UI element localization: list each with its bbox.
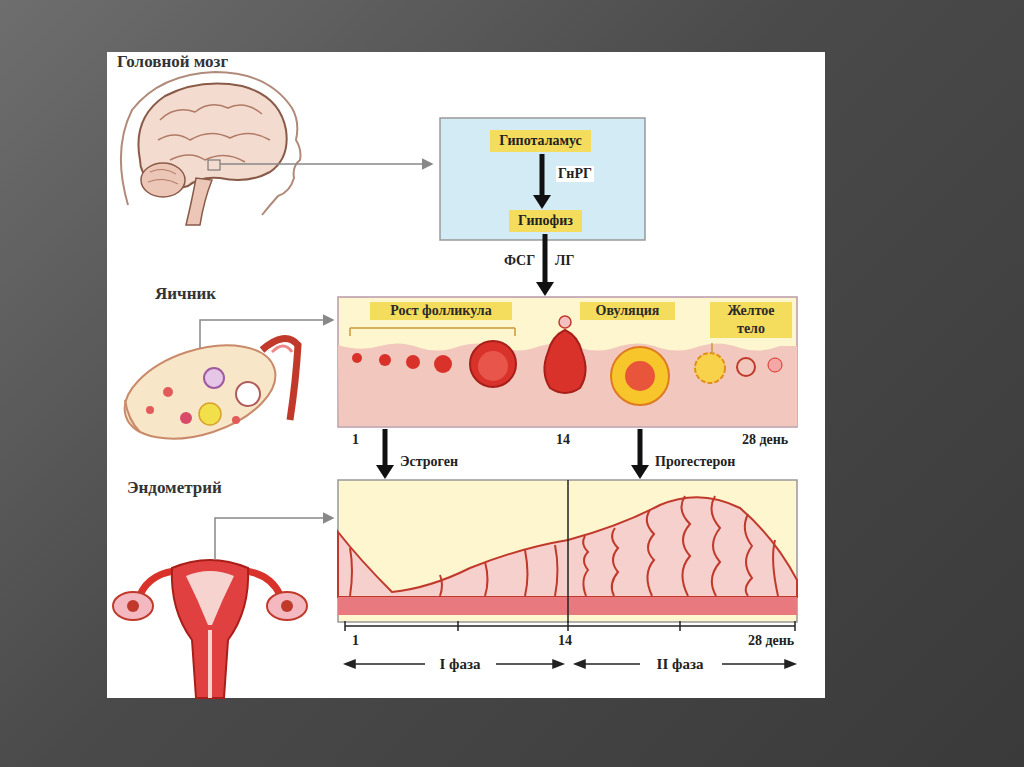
phase-label: II фаза (630, 655, 730, 673)
node-text: Гипоталамус (499, 133, 582, 148)
uterus-illustration (113, 518, 333, 698)
day-number: 14 (558, 633, 572, 649)
day-number: 1 (352, 432, 359, 448)
hormone-name: Эстроген (398, 454, 460, 470)
hypothalamus-panel (440, 118, 645, 240)
day-number: 28 день (742, 432, 788, 448)
organ-heading: Эндометрий (127, 478, 222, 498)
day-number: 28 день (748, 633, 794, 649)
hormone-arrow (376, 429, 394, 479)
hormone-label: Гипоталамус (490, 130, 591, 152)
stage-label: Овуляция (580, 302, 675, 320)
stage-label: Желтое тело (710, 302, 792, 338)
ovary-panel: Рост фолликула Овуляция Желтое тело (338, 297, 797, 427)
day-number: 14 (556, 432, 570, 448)
stage-label: Рост фолликула (370, 302, 512, 320)
organ-heading: Головной мозг (117, 52, 228, 72)
phase-label: I фаза (410, 655, 510, 673)
ovary-illustration (113, 320, 333, 456)
node-text: Гипофиз (518, 213, 573, 228)
day-number: 1 (352, 633, 359, 649)
hormone-arrow (536, 234, 554, 296)
hormone-arrow (631, 429, 649, 479)
endometrium-panel (338, 480, 797, 668)
hormone-label: Гипофиз (509, 210, 582, 232)
organ-heading: Яичник (155, 284, 216, 304)
endometrium-panel: I фазаII фаза (338, 480, 797, 622)
hormone-name: Прогестерон (653, 454, 737, 470)
hormone-arrow (533, 154, 551, 209)
hormone-name: ФСГ (502, 253, 537, 269)
brain-illustration (121, 72, 432, 225)
ovary-cycle-panel (338, 297, 797, 427)
hormone-name: ГнРГ (556, 166, 594, 182)
hormone-name: ЛГ (555, 253, 574, 269)
